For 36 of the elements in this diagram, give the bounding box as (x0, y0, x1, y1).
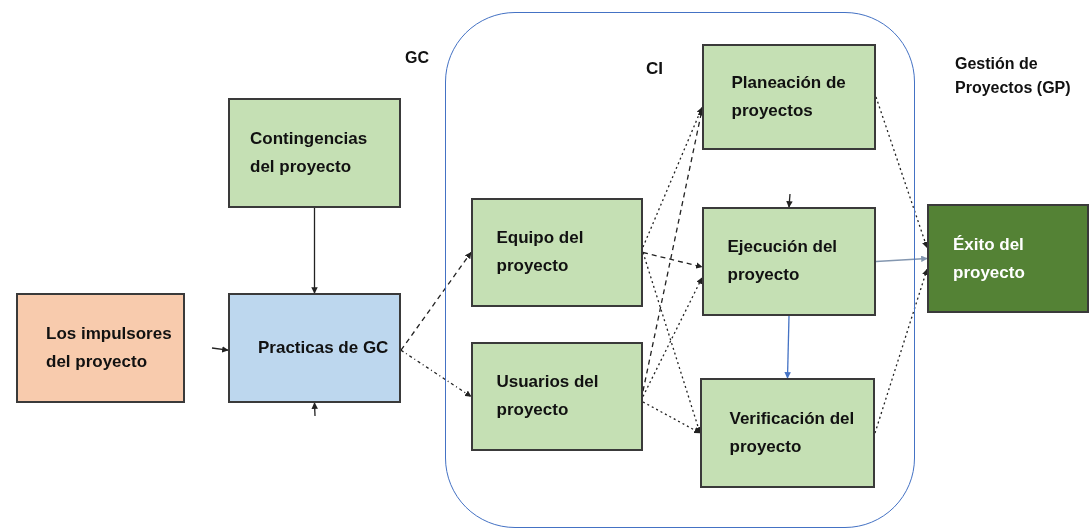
group-boundary (445, 12, 915, 528)
process-box (16, 293, 185, 403)
outcome-box (927, 204, 1089, 313)
arrow (874, 268, 929, 434)
box-label: Contingencias del proyecto (250, 128, 369, 178)
box-label: Los impulsores del proyecto (46, 323, 173, 373)
process-box (470, 341, 643, 451)
arrow (400, 251, 472, 351)
process-box (228, 98, 401, 208)
arrow (400, 349, 472, 398)
arrow (211, 346, 229, 353)
arrow (642, 251, 703, 269)
process-box (228, 293, 401, 403)
process-box (701, 206, 876, 316)
process-box (699, 377, 875, 488)
box-label: Usuarios del proyecto (496, 371, 600, 421)
annotation-label: GC (405, 48, 430, 68)
arrow (311, 207, 318, 294)
group-label: CI (646, 58, 663, 80)
arrow (784, 315, 791, 379)
arrow (642, 277, 703, 398)
box-label: Planeación de proyectos (731, 71, 847, 122)
arrow (875, 96, 929, 249)
annotation-label: Gestión de Proyectos (GP) (955, 54, 1072, 98)
box-label: Practicas de GC (258, 337, 389, 359)
arrow (875, 255, 928, 263)
arrow (642, 401, 701, 434)
arrow (642, 106, 703, 248)
arrow (311, 402, 318, 417)
arrow (786, 193, 793, 208)
process-box (701, 43, 876, 150)
process-box (470, 197, 643, 307)
box-label: Verificación del proyecto (729, 407, 856, 458)
box-label: Ejecución del proyecto (727, 236, 839, 286)
box-label: Éxito del proyecto (953, 233, 1026, 284)
box-label: Equipo del proyecto (496, 227, 585, 277)
